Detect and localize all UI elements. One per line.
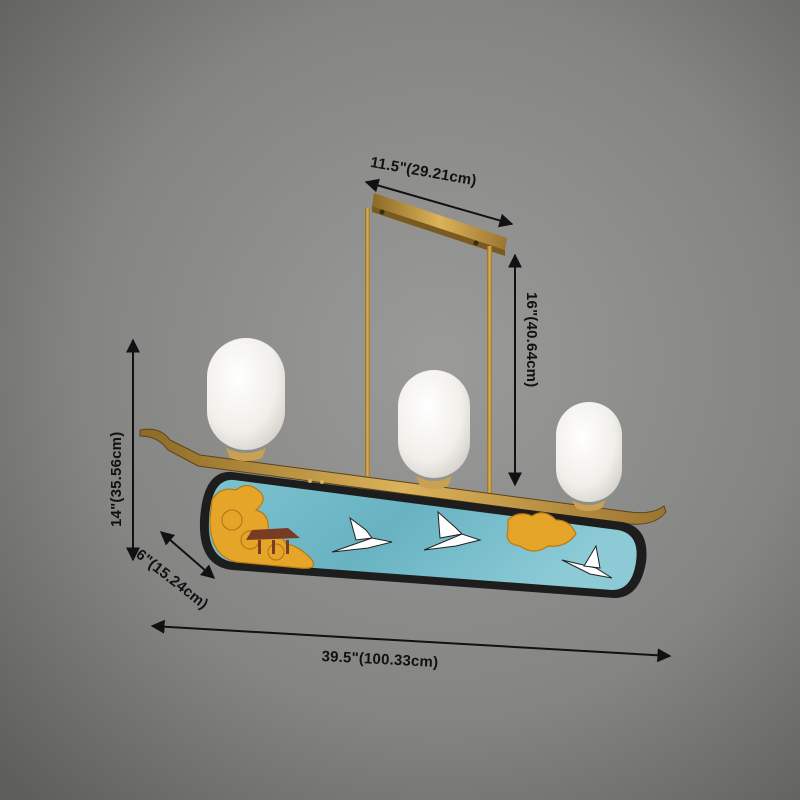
painted-panel bbox=[199, 471, 647, 598]
crane-middle bbox=[423, 510, 482, 551]
dimension-arrows bbox=[126, 178, 672, 663]
gold-clouds-right bbox=[506, 512, 577, 552]
canopy-width-arrow bbox=[364, 178, 514, 228]
suspension-rods bbox=[365, 208, 492, 494]
glass-shade-middle bbox=[398, 370, 470, 489]
pavilion-motif bbox=[246, 528, 300, 554]
fixture-height-label: 14"(35.56cm) bbox=[108, 431, 125, 527]
brass-bar bbox=[139, 428, 667, 525]
width-arrow bbox=[150, 619, 672, 663]
glass-shade-right bbox=[556, 402, 622, 511]
crane-right bbox=[561, 544, 613, 579]
drop-length-label: 16"(40.64cm) bbox=[523, 292, 540, 388]
depth-arrow bbox=[159, 531, 216, 579]
glass-shade-left bbox=[207, 338, 285, 461]
crane-left bbox=[331, 516, 393, 553]
